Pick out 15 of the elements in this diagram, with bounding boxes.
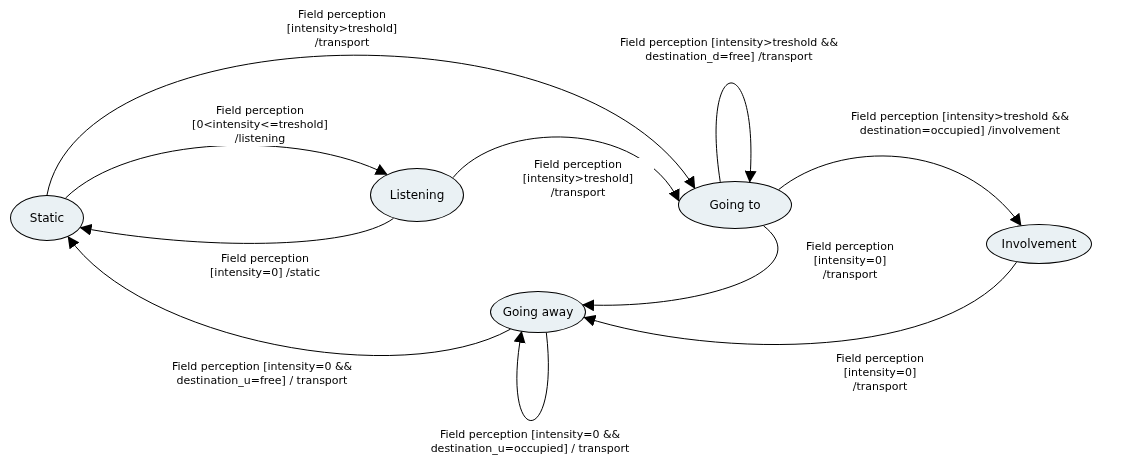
state-name: Involvement [1001, 236, 1077, 252]
transition-arrow [67, 236, 511, 356]
state-name: Listening [389, 187, 445, 203]
transition-arrow [778, 155, 1022, 226]
transition-arrow [79, 217, 394, 244]
transition-arrow [582, 225, 779, 311]
state-ellipse [678, 181, 792, 229]
transition-arrow [46, 54, 696, 196]
state-name: Static [29, 210, 65, 226]
state-ellipse [490, 291, 586, 333]
state-ellipse [10, 195, 84, 241]
transition-arrow [715, 82, 757, 183]
state-name: Going away [502, 304, 574, 320]
transition-arrow [452, 136, 680, 202]
state-name: Going to [709, 197, 761, 213]
